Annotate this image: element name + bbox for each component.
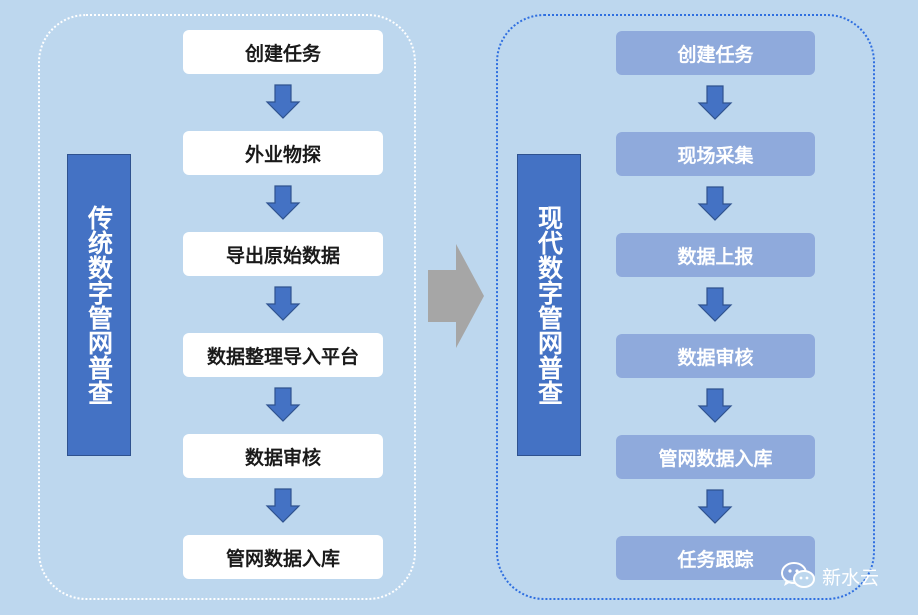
- down-arrow-icon: [697, 85, 733, 120]
- modern-step-3: 数据上报: [616, 233, 815, 277]
- modern-step-2: 现场采集: [616, 132, 815, 176]
- down-arrow-icon: [265, 488, 301, 523]
- modern-step-4: 数据审核: [616, 334, 815, 378]
- traditional-step-1: 创建任务: [183, 30, 383, 74]
- transition-arrow-icon: [428, 244, 484, 348]
- traditional-step-4: 数据整理导入平台: [183, 333, 383, 377]
- modern-step-5: 管网数据入库: [616, 435, 815, 479]
- down-arrow-icon: [697, 388, 733, 423]
- down-arrow-icon: [265, 286, 301, 321]
- traditional-step-5: 数据审核: [183, 434, 383, 478]
- modern-step-1: 创建任务: [616, 31, 815, 75]
- traditional-panel: [38, 14, 416, 600]
- traditional-step-6: 管网数据入库: [183, 535, 383, 579]
- traditional-step-3: 导出原始数据: [183, 232, 383, 276]
- wechat-icon: [781, 562, 815, 588]
- down-arrow-icon: [697, 287, 733, 322]
- watermark-text: 新水云: [822, 566, 880, 589]
- down-arrow-icon: [265, 185, 301, 220]
- down-arrow-icon: [697, 489, 733, 524]
- traditional-title: 传统数字管网普查: [67, 154, 131, 456]
- modern-panel: [496, 14, 875, 600]
- down-arrow-icon: [265, 387, 301, 422]
- down-arrow-icon: [697, 186, 733, 221]
- down-arrow-icon: [265, 84, 301, 119]
- modern-title: 现代数字管网普查: [517, 154, 581, 456]
- watermark: 新水云: [780, 556, 879, 596]
- traditional-step-2: 外业物探: [183, 131, 383, 175]
